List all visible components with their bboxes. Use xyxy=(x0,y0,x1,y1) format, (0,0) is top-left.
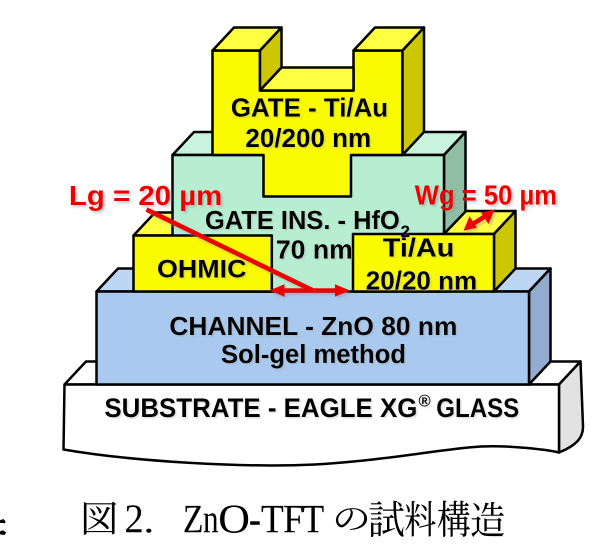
svg-text:®: ® xyxy=(419,393,431,411)
svg-text:CHANNEL - ZnO 80 nm: CHANNEL - ZnO 80 nm xyxy=(169,311,457,341)
svg-text:20/20 nm: 20/20 nm xyxy=(366,266,477,296)
svg-text:Sol-gel method: Sol-gel method xyxy=(221,341,406,369)
svg-text:GATE - Ti/Au: GATE - Ti/Au xyxy=(231,93,388,123)
svg-text:SUBSTRATE - EAGLE XG: SUBSTRATE - EAGLE XG xyxy=(104,393,417,423)
svg-text:GLASS: GLASS xyxy=(436,393,519,423)
svg-text:20/200 nm: 20/200 nm xyxy=(245,125,371,153)
svg-text:2: 2 xyxy=(401,222,410,241)
svg-text:Lg = 20 µm: Lg = 20 µm xyxy=(69,180,222,211)
svg-text:GATE INS. - HfO: GATE INS. - HfO xyxy=(205,205,400,235)
svg-text:Ti/Au: Ti/Au xyxy=(383,233,455,263)
svg-text:70 nm: 70 nm xyxy=(276,237,353,265)
svg-text:OHMIC: OHMIC xyxy=(157,256,247,284)
svg-text:Wg = 50 µm: Wg = 50 µm xyxy=(415,179,557,210)
